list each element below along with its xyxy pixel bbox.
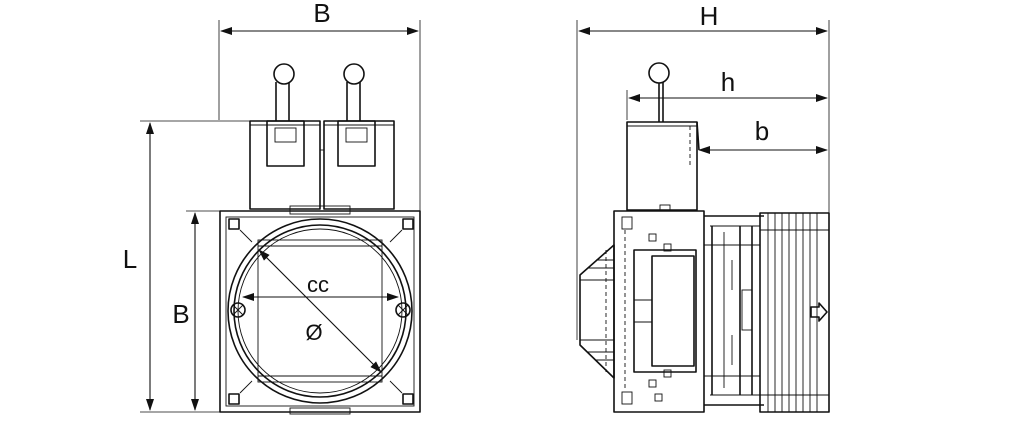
front-width-label: B [313,0,330,28]
front-screw-left-icon [230,302,246,318]
side-louvres [759,212,830,413]
front-connector-right [323,63,395,210]
side-depth-b-label: b [755,116,769,146]
front-main-body [219,205,421,415]
front-knob-left-icon [273,63,295,85]
center-distance-label: cc [307,272,329,297]
side-left-flange [579,244,615,379]
front-height-L-label: L [123,244,137,274]
side-total-depth-label: H [700,1,719,31]
airflow-arrow-icon [810,302,828,322]
side-knob-icon [648,62,670,84]
front-screw-right-icon [395,302,411,318]
diameter-label: Ø [305,320,322,345]
side-depth-h-label: h [721,67,735,97]
side-connector [626,62,700,212]
front-height-B-label: B [172,299,189,329]
front-knob-right-icon [343,63,365,85]
side-middle-frame [704,215,764,406]
front-view: B L B [123,0,421,415]
front-connector-left [249,63,321,210]
side-main-body [613,210,705,413]
side-view: H h b [576,1,830,413]
diameter-dimension [258,249,382,373]
